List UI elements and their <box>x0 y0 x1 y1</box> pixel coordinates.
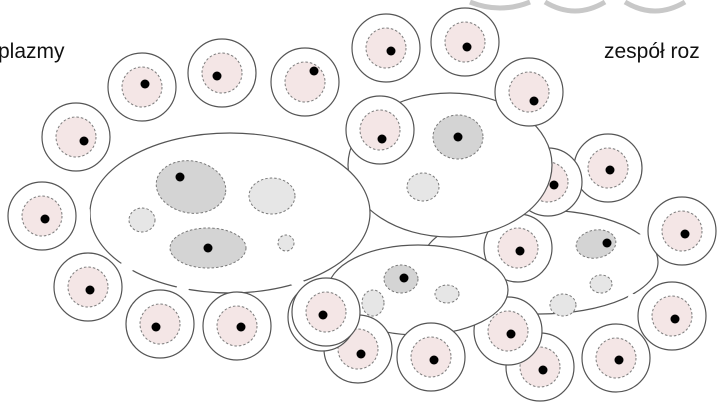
germ-cell <box>54 253 122 321</box>
vacuole <box>278 235 294 251</box>
vacuole <box>435 285 459 303</box>
germ-cell <box>638 282 706 350</box>
nucleolus-dot <box>530 97 539 106</box>
cell-nucleus <box>56 117 96 157</box>
nucleolus-dot <box>681 230 690 239</box>
germ-cell <box>108 53 176 121</box>
nucleolus-dot <box>86 286 95 295</box>
germ-cell <box>8 182 76 250</box>
residual-nucleus <box>435 285 459 303</box>
germ-cell <box>203 292 271 360</box>
cell-nucleus <box>366 28 406 68</box>
vacuole <box>129 208 155 232</box>
cell-group-main <box>8 39 370 360</box>
nucleolus-dot <box>507 330 516 339</box>
germ-cell <box>397 323 465 391</box>
vacuole <box>590 275 612 293</box>
residual-nucleus <box>129 208 155 232</box>
residual-nucleus <box>384 265 418 293</box>
germ-cell <box>188 39 256 107</box>
germ-cell <box>346 96 414 164</box>
nucleolus-dot <box>454 133 463 142</box>
nucleolus-dot <box>319 311 328 320</box>
residual-nucleus <box>278 235 294 251</box>
nucleolus-dot <box>400 274 409 283</box>
nucleolus-dot <box>671 315 680 324</box>
nucleolus-dot <box>539 366 548 375</box>
nucleolus-dot <box>176 173 185 182</box>
nucleolus-dot <box>378 135 387 144</box>
label-complex: zespół roz <box>604 40 700 64</box>
residual-nucleus <box>550 294 576 316</box>
nucleolus-dot <box>41 215 50 224</box>
vacuole <box>362 290 384 316</box>
nucleolus-dot <box>463 43 472 52</box>
nucleolus-dot <box>237 323 246 332</box>
cell-group-upper-right <box>346 8 563 237</box>
top-decoration-arc-1 <box>470 2 530 8</box>
nucleolus-dot <box>152 323 161 332</box>
nucleolus-dot <box>606 166 615 175</box>
label-cytoplasm: plazmy <box>0 40 65 64</box>
cell-nucleus <box>202 53 242 93</box>
germ-cell <box>495 58 563 126</box>
nucleolus-dot <box>204 244 213 253</box>
germ-cell <box>582 324 650 392</box>
residual-nucleus <box>590 275 612 293</box>
germ-cell <box>126 290 194 358</box>
nucleolus-dot <box>213 72 222 81</box>
cell-nucleus <box>509 72 549 112</box>
nucleolus-dot <box>80 137 89 146</box>
germ-cell <box>271 48 339 116</box>
nucleolus-dot <box>387 47 396 56</box>
cell-nucleus <box>285 62 325 102</box>
cell-nucleus <box>140 304 180 344</box>
vacuole <box>550 294 576 316</box>
vacuole <box>249 178 295 214</box>
residual-nucleus <box>362 290 384 316</box>
cell-nucleus <box>360 110 400 150</box>
residual-nucleus <box>407 173 439 201</box>
germ-cell <box>292 278 360 346</box>
nucleolus-dot <box>615 356 624 365</box>
residual-nucleus <box>433 115 483 159</box>
germ-cell <box>42 103 110 171</box>
nucleolus-dot <box>141 80 150 89</box>
germ-cell <box>648 197 716 265</box>
germ-cell <box>352 14 420 82</box>
nucleolus-dot <box>603 239 612 248</box>
nucleolus-dot <box>357 350 366 359</box>
residual-nucleus <box>170 228 246 268</box>
top-decoration-arc-2 <box>545 2 605 11</box>
germ-cell <box>574 134 642 202</box>
nucleolus-dot <box>550 181 559 190</box>
nucleolus-dot <box>310 67 319 76</box>
nucleolus-dot <box>430 356 439 365</box>
cell-nucleus <box>445 22 485 62</box>
vacuole <box>407 173 439 201</box>
nucleolus-dot <box>516 247 525 256</box>
residual-nucleus <box>249 178 295 214</box>
top-decoration-arc-3 <box>625 2 685 11</box>
germ-cell <box>431 8 499 76</box>
